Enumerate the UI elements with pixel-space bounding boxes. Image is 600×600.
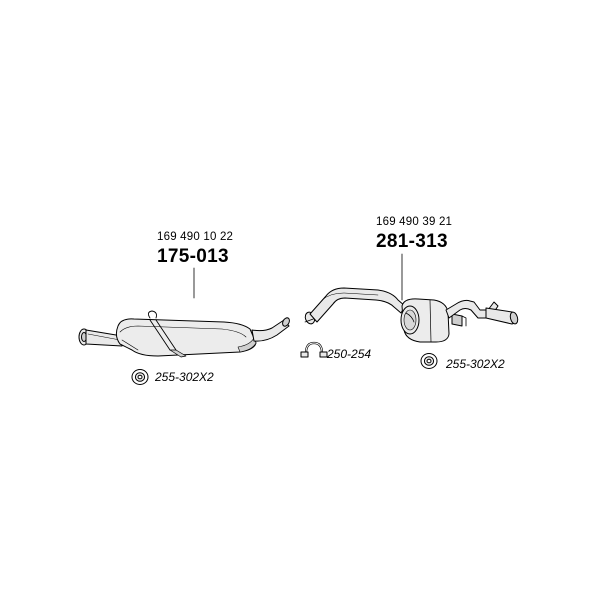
front-silencer-assembly[interactable] (78, 267, 291, 358)
part-number-rear[interactable]: 281-313 (376, 231, 448, 252)
mount-rubber-rear-icon[interactable] (420, 353, 438, 369)
tail-pipe (445, 299, 499, 319)
rear-hanger (451, 313, 463, 327)
front-outlet-pipe (251, 319, 290, 342)
mount-ref-rear[interactable]: 255-302X2 (446, 357, 505, 371)
silencer-strap (149, 319, 177, 351)
oem-number-front: 169 490 10 22 (157, 231, 234, 243)
rear-inlet-pipe (309, 287, 406, 323)
oem-number-rear: 169 490 39 21 (376, 216, 453, 228)
clamp-ref[interactable]: 250-254 (327, 347, 372, 361)
part-number-front[interactable]: 175-013 (157, 246, 229, 267)
rear-silencer-assembly[interactable] (304, 253, 519, 343)
silencer-hanger (147, 310, 157, 319)
front-silencer-body (115, 318, 257, 357)
inlet-pipe (85, 329, 123, 347)
mount-rubber-front-icon[interactable] (131, 369, 149, 385)
mount-ref-front[interactable]: 255-302X2 (155, 370, 214, 384)
clamp-icon[interactable] (300, 341, 328, 358)
